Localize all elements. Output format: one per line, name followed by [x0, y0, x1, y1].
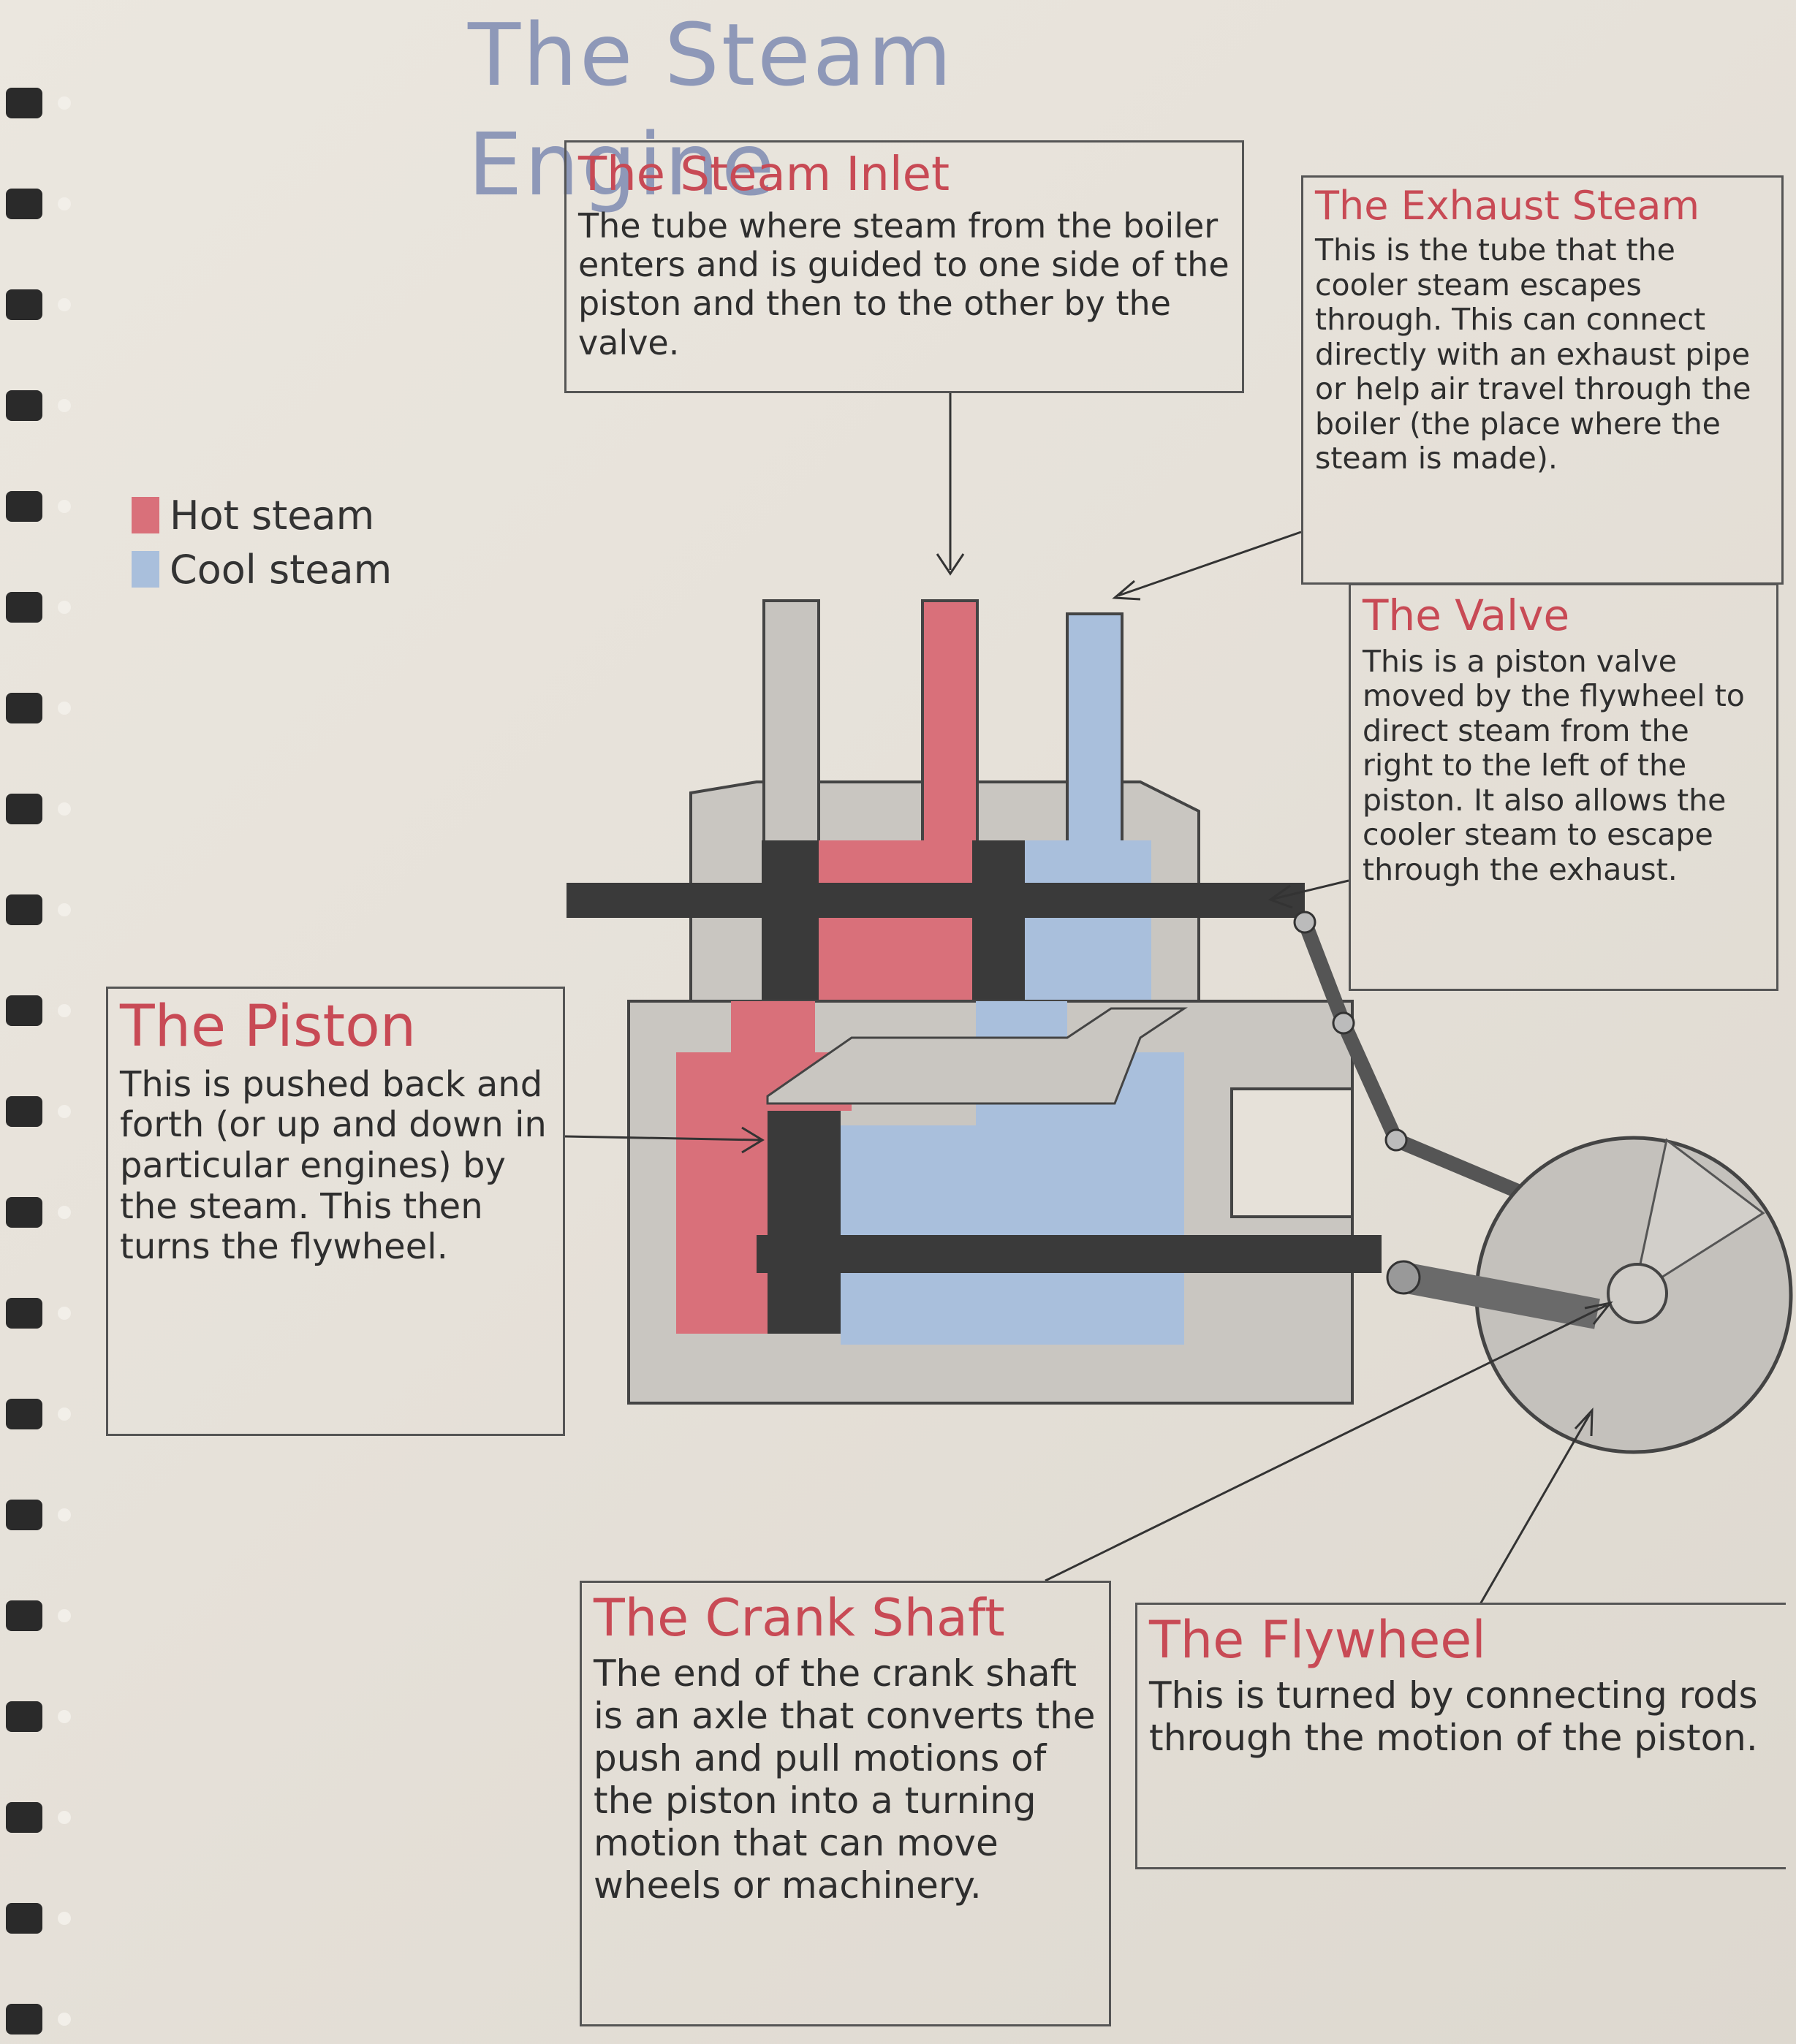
exhaust-tube — [1066, 612, 1124, 849]
spiral-ring — [6, 1399, 42, 1429]
spiral-ring — [6, 894, 42, 925]
leader-exhaust — [1112, 531, 1302, 601]
linkage-pivot — [1332, 1011, 1355, 1035]
spiral-ring — [6, 1096, 42, 1127]
valve-linkage — [1393, 1133, 1538, 1206]
steam-inlet-text: The tube where steam from the boiler ent… — [578, 205, 1229, 362]
spiral-ring — [6, 592, 42, 623]
spiral-binding — [6, 88, 71, 2034]
legend-swatch-hot — [132, 497, 159, 533]
label-box-flywheel: The Flywheel This is turned by connectin… — [1135, 1603, 1786, 1869]
spiral-ring — [6, 2004, 42, 2034]
label-box-crank-shaft: The Crank Shaft The end of the crank sha… — [580, 1581, 1111, 2026]
connecting-rod — [1401, 1262, 1600, 1329]
steam-inlet-tube — [921, 599, 979, 851]
spiral-ring — [6, 189, 42, 219]
piston — [768, 1111, 841, 1334]
leader-inlet — [936, 391, 965, 576]
spiral-ring — [6, 289, 42, 320]
valve-chest-hot — [815, 840, 976, 1001]
valve-spool-left — [762, 840, 819, 1005]
spiral-ring — [6, 491, 42, 522]
spiral-ring — [6, 693, 42, 723]
crank-shaft-heading: The Crank Shaft — [594, 1588, 1005, 1648]
steam-inlet-heading: The Steam Inlet — [578, 148, 950, 202]
label-box-piston: The Piston This is pushed back and forth… — [106, 987, 565, 1436]
spiral-ring — [6, 1701, 42, 1732]
label-box-valve: The Valve This is a piston valve moved b… — [1349, 583, 1778, 991]
spiral-ring — [6, 1903, 42, 1934]
spiral-ring — [6, 1802, 42, 1833]
flywheel-sector — [1632, 1138, 1765, 1298]
exhaust-steam-text: This is the tube that the cooler steam e… — [1315, 232, 1751, 476]
page-title: The Steam Engine — [468, 4, 954, 215]
spiral-ring — [6, 88, 42, 118]
valve-text: This is a piston valve moved by the flyw… — [1363, 643, 1745, 887]
leader-flywheel — [1479, 1407, 1594, 1605]
valve-port-deflector — [766, 1007, 1188, 1105]
leader-valve — [1268, 879, 1349, 909]
spiral-ring — [6, 1298, 42, 1329]
flywheel-heading: The Flywheel — [1149, 1610, 1486, 1670]
valve-linkage — [1297, 919, 1351, 1026]
piston-text: This is pushed back and forth (or up and… — [120, 1063, 547, 1268]
spiral-ring — [6, 1197, 42, 1228]
leader-piston — [564, 1126, 765, 1154]
valve-linkage — [1336, 1019, 1403, 1144]
legend-label-hot: Hot steam — [170, 492, 375, 539]
legend-item-hot: Hot steam — [132, 488, 392, 542]
flywheel-text: This is turned by connecting rods throug… — [1149, 1673, 1758, 1759]
spiral-ring — [6, 794, 42, 824]
legend-swatch-cool — [132, 551, 159, 588]
spiral-ring — [6, 390, 42, 421]
exhaust-steam-heading: The Exhaust Steam — [1315, 183, 1700, 229]
spiral-ring — [6, 995, 42, 1026]
leader-crank — [1045, 1301, 1613, 1582]
label-box-exhaust-steam: The Exhaust Steam This is the tube that … — [1301, 175, 1784, 585]
valve-rod — [567, 883, 1305, 918]
spiral-ring — [6, 1600, 42, 1631]
valve-heading: The Valve — [1363, 590, 1570, 640]
legend-label-cool: Cool steam — [170, 546, 393, 593]
piston-rod — [757, 1235, 1382, 1273]
legend-item-cool: Cool steam — [132, 542, 392, 596]
valve-spool-right — [972, 840, 1025, 1005]
crank-shaft-text: The end of the crank shaft is an axle th… — [594, 1652, 1096, 1907]
piston-heading: The Piston — [120, 994, 417, 1060]
crank-axle — [1607, 1263, 1668, 1324]
rod-pivot — [1386, 1260, 1421, 1295]
legend: Hot steam Cool steam — [132, 488, 392, 596]
block-notch — [1230, 1087, 1354, 1218]
linkage-pivot — [1384, 1128, 1408, 1152]
spiral-ring — [6, 1500, 42, 1530]
linkage-pivot — [1293, 911, 1316, 934]
label-box-steam-inlet: The Steam Inlet The tube where steam fro… — [564, 140, 1244, 393]
left-tube — [762, 599, 820, 851]
